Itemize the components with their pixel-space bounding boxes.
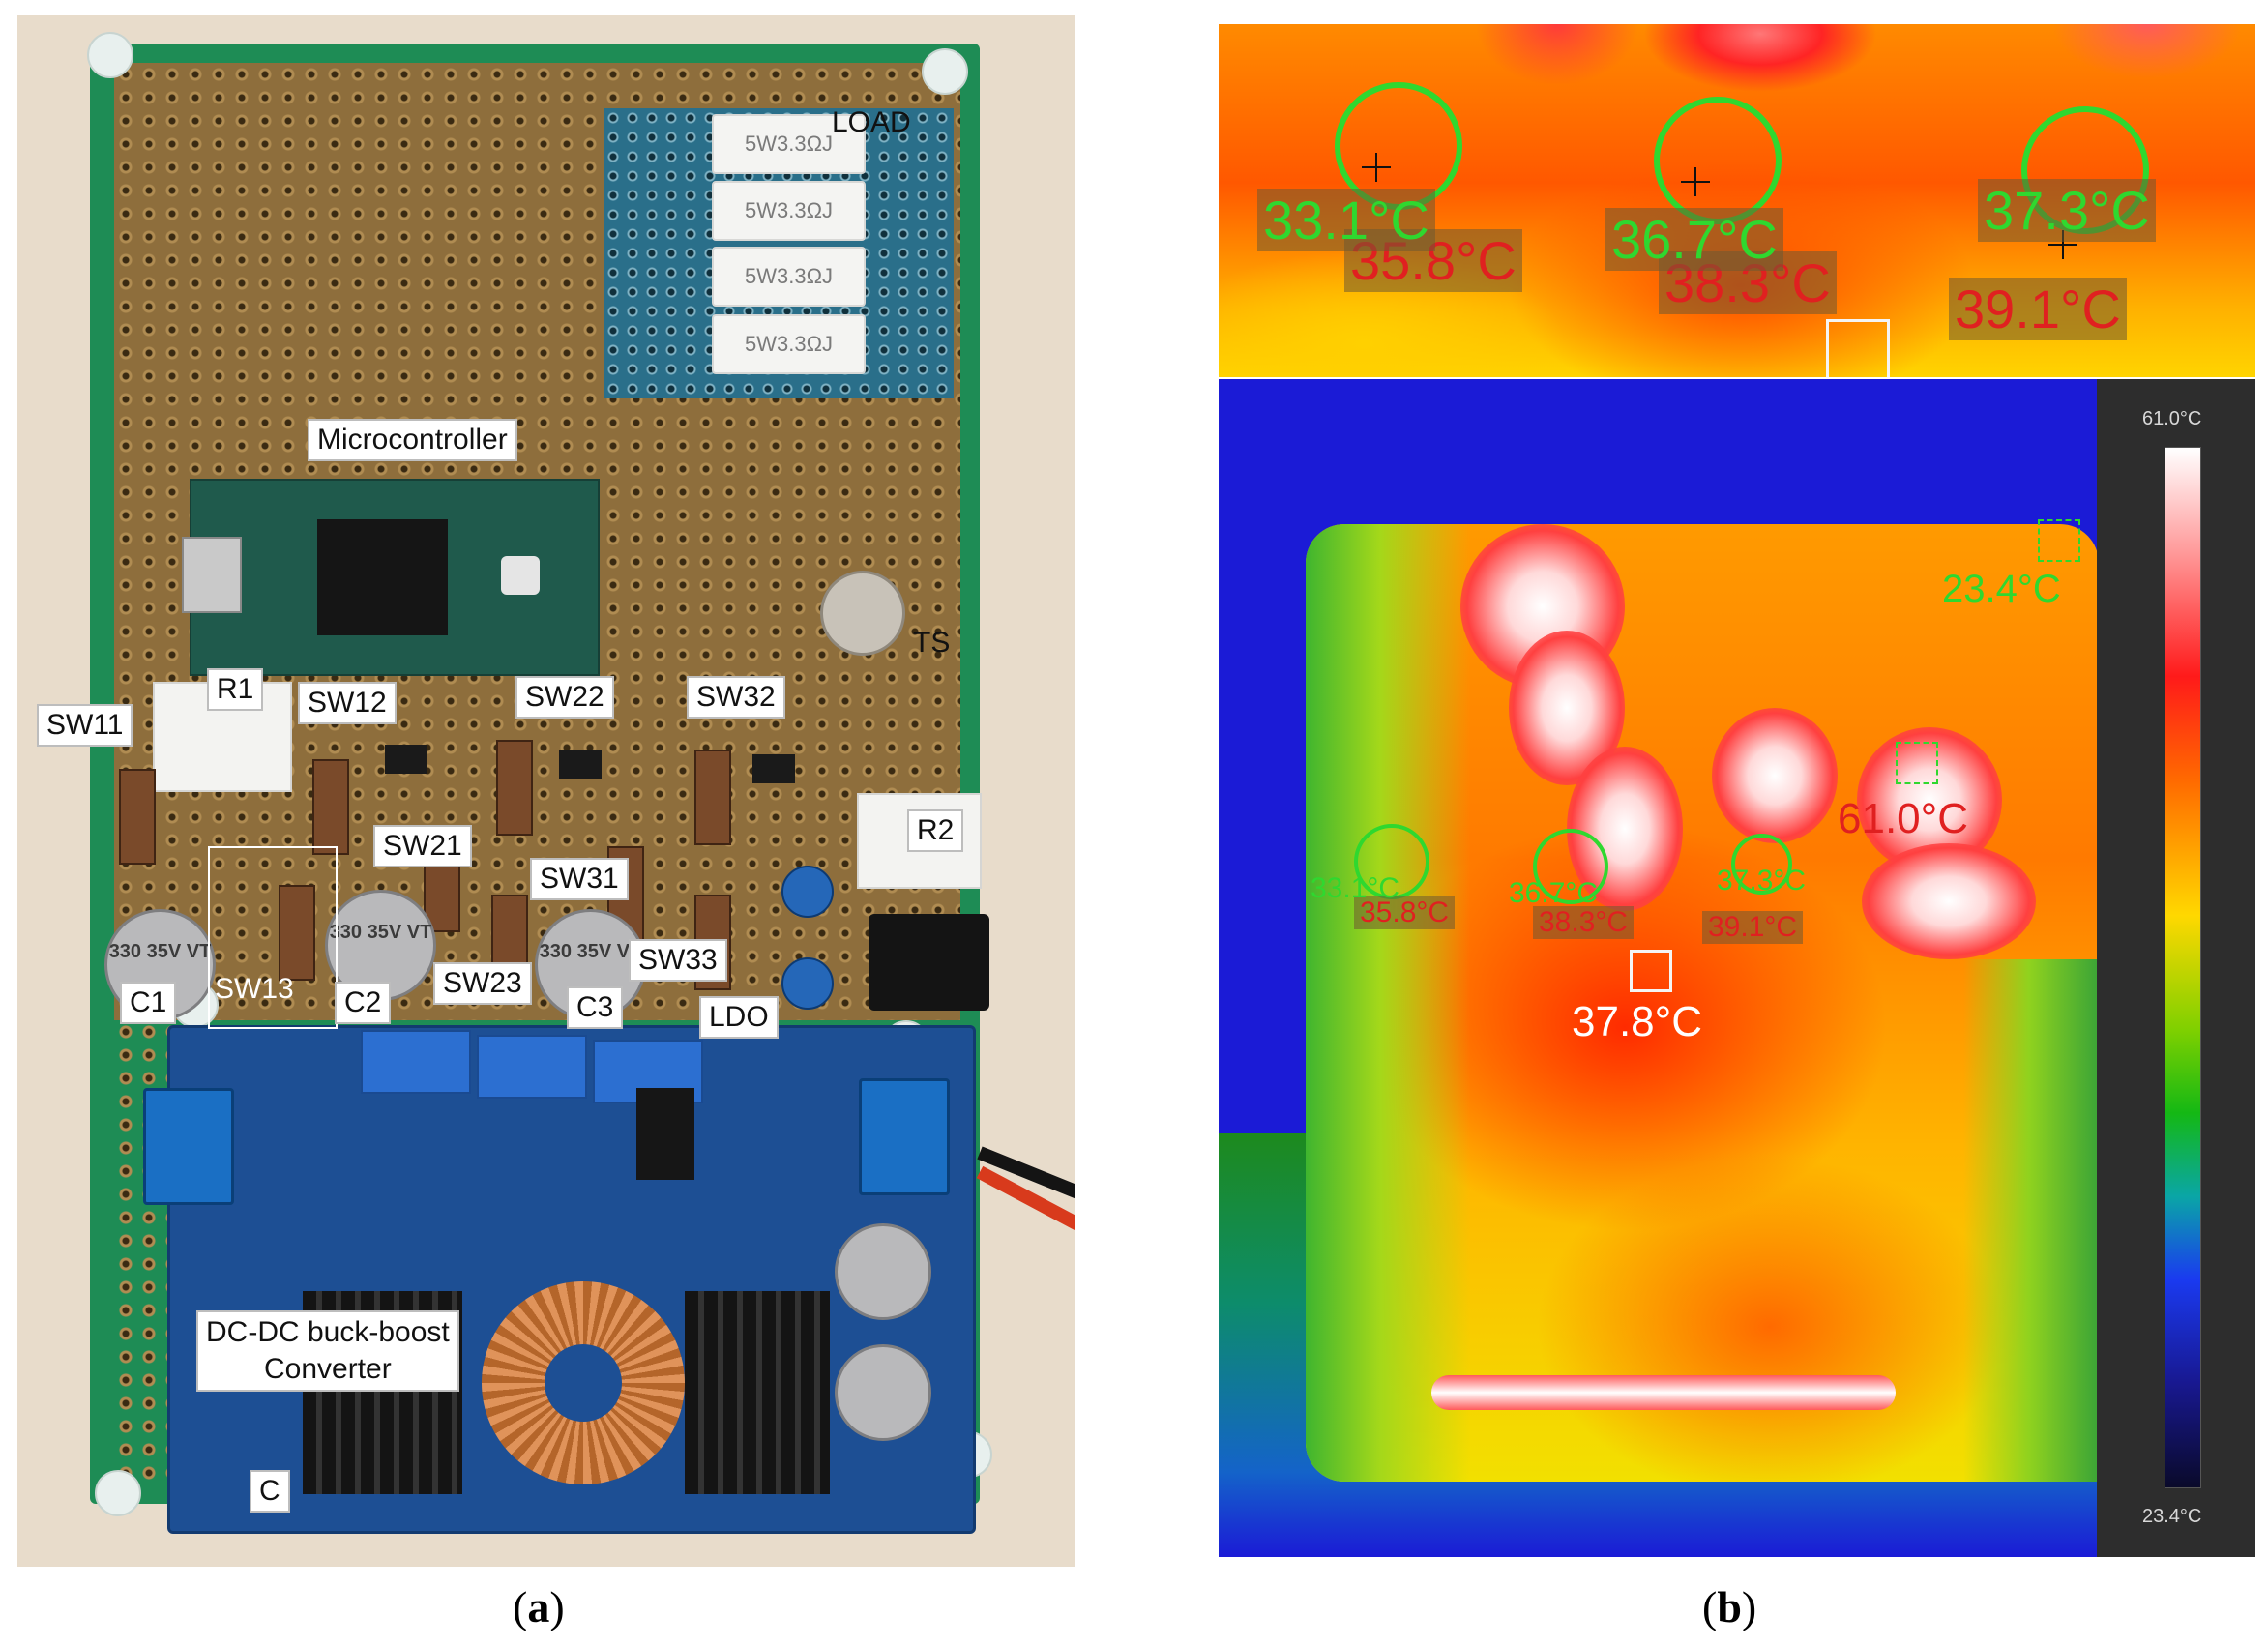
max-readout: 61.0°C: [1838, 795, 1969, 842]
transistor-sw11: [119, 769, 156, 865]
hotspot-r1: [1712, 708, 1838, 843]
label-sw32: SW32: [687, 676, 785, 719]
bottom-readout-green-2: 36.7°C: [1509, 877, 1599, 909]
output-capacitor-2: [835, 1344, 931, 1441]
load-resistor-4: 5W3.3ΩJ: [712, 314, 866, 374]
center-marker: [1826, 319, 1890, 377]
terminal-block-in: [859, 1078, 950, 1195]
label-c3: C3: [567, 986, 624, 1029]
top-readout-green-3: 37.3°C: [1978, 179, 2156, 242]
label-ldo: LDO: [699, 996, 779, 1039]
dc-jack: [869, 914, 989, 1011]
colorbar-max-label: 61.0°C: [2142, 408, 2202, 429]
label-c2: C2: [335, 982, 392, 1024]
transistor-sw12: [312, 759, 349, 855]
thermal-full-image: 23.4°C 61.0°C 35.8°C 33.1°C 38.3°C 36.7°…: [1219, 379, 2255, 1557]
label-r1: R1: [207, 668, 264, 711]
label-dcdc-line1: DC-DC buck-boost: [206, 1316, 450, 1348]
label-sw11: SW11: [37, 704, 133, 747]
temperature-colorbar: [2165, 447, 2201, 1488]
label-c1: C1: [120, 982, 177, 1024]
standoff-top-left: [87, 32, 133, 78]
label-ts: TS: [913, 627, 951, 659]
label-sw13: SW13: [215, 973, 294, 1005]
output-capacitor-1: [835, 1223, 931, 1320]
label-r2: R2: [907, 809, 964, 852]
heatsink-right: [685, 1291, 830, 1494]
caption-b-letter: b: [1717, 1582, 1742, 1631]
ambient-marker: [2038, 519, 2080, 562]
load-resistor-1: 5W3.3ΩJ: [712, 114, 866, 174]
caption-b: (b): [1702, 1582, 1757, 1631]
pcb-photo: 5W3.3ΩJ 5W3.3ΩJ 5W3.3ΩJ 5W3.3ΩJ 330 35V …: [17, 15, 1075, 1567]
usb-connector: [182, 537, 242, 613]
mosfet-2: [559, 750, 602, 779]
ambient-readout: 23.4°C: [1942, 568, 2061, 610]
measurement-ring-small-3: [1731, 834, 1792, 895]
hotspot-regulator: [1862, 843, 2036, 959]
caption-a: (a): [513, 1582, 565, 1631]
microcontroller-button: [501, 556, 540, 595]
caption-a-letter: a: [527, 1582, 550, 1631]
potentiometer-2: [477, 1035, 587, 1099]
bottom-readout-green-1: 33.1°C: [1311, 872, 1400, 904]
thermal-cool-left: [1306, 524, 1470, 1482]
label-microcontroller: Microcontroller: [308, 419, 517, 461]
small-capacitor-1: [781, 866, 834, 918]
microcontroller-chip: [317, 519, 448, 635]
label-sw31: SW31: [530, 858, 629, 900]
transistor-sw22: [496, 740, 533, 836]
hotspot-bottom-strip: [1431, 1375, 1896, 1410]
measurement-ring-2: [1654, 97, 1782, 224]
toroid-core-hole: [545, 1344, 622, 1422]
load-resistor-2: 5W3.3ΩJ: [712, 181, 866, 241]
toggle-switch: [820, 571, 905, 656]
label-sw21: SW21: [373, 825, 472, 867]
label-c: C: [250, 1470, 290, 1513]
colorbar-min-label: 23.4°C: [2142, 1506, 2202, 1527]
crosshair-icon: [1681, 167, 1710, 196]
label-sw33: SW33: [629, 939, 727, 982]
crosshair-icon: [1362, 153, 1391, 182]
standoff-bottom-corner: [95, 1470, 141, 1516]
potentiometer-1: [361, 1030, 471, 1094]
controller-ic: [636, 1088, 694, 1180]
thermal-cool-right: [1963, 959, 2108, 1482]
label-dcdc: DC-DC buck-boost Converter: [196, 1310, 459, 1392]
transistor-sw32: [694, 750, 731, 845]
measurement-ring-small-2: [1533, 829, 1608, 904]
top-readout-green-2: 36.7°C: [1605, 208, 1783, 271]
label-sw12: SW12: [298, 682, 397, 724]
terminal-block-out: [143, 1088, 234, 1205]
thermal-zoom-image: 35.8°C 33.1°C 38.3°C 36.7°C 39.1°C 37.3°…: [1219, 24, 2255, 377]
label-load: LOAD: [832, 106, 911, 138]
crosshair-icon: [2048, 230, 2077, 259]
transistor-sw13: [279, 885, 315, 981]
center-readout: 37.8°C: [1572, 998, 1703, 1045]
top-readout-red-3: 39.1°C: [1949, 278, 2127, 340]
label-dcdc-line2: Converter: [264, 1353, 392, 1385]
label-sw23: SW23: [433, 962, 532, 1005]
bottom-readout-green-3: 37.3°C: [1717, 865, 1807, 896]
small-capacitor-2: [781, 957, 834, 1010]
label-sw22: SW22: [515, 676, 614, 719]
mosfet-3: [752, 754, 795, 783]
max-marker: [1896, 742, 1938, 784]
mosfet-1: [385, 745, 427, 774]
load-resistor-3: 5W3.3ΩJ: [712, 247, 866, 307]
bottom-readout-red-1: 35.8°C: [1354, 896, 1456, 929]
bottom-readout-red-3: 39.1°C: [1702, 911, 1804, 944]
center-marker: [1630, 950, 1672, 992]
bottom-readout-red-2: 38.3°C: [1533, 906, 1635, 939]
standoff-top-right: [922, 48, 968, 95]
sw13-outline: [208, 846, 338, 1029]
top-readout-green-1: 33.1°C: [1257, 189, 1435, 251]
